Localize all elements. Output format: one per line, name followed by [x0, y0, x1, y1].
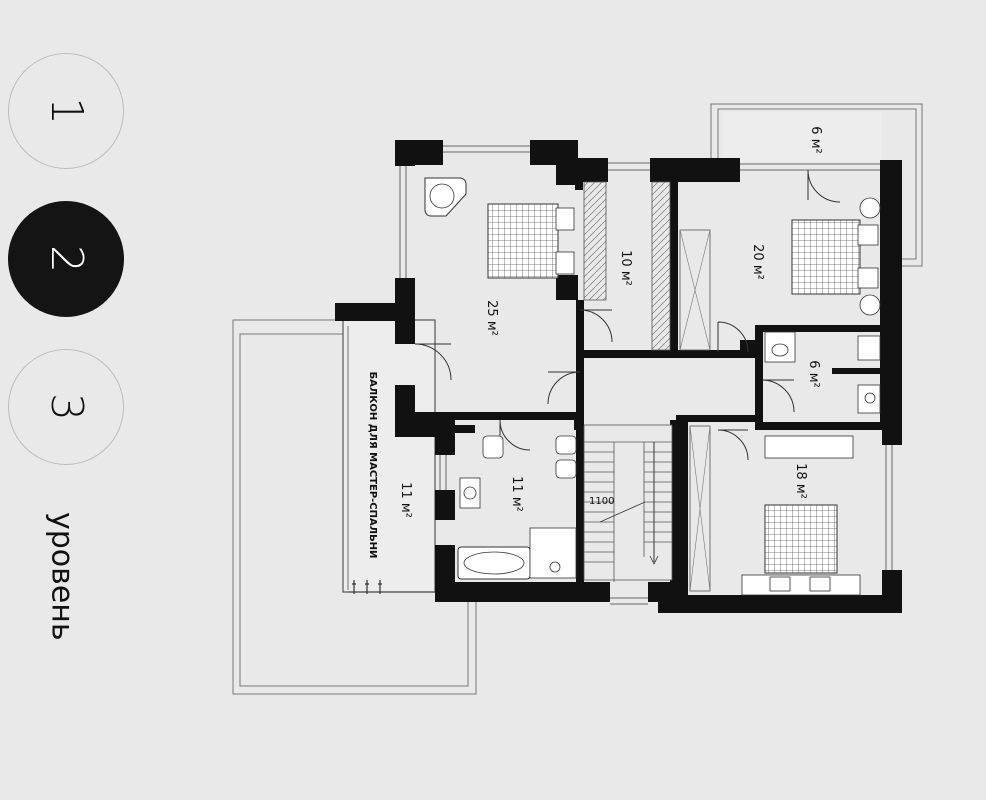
master-balcony: [342, 319, 436, 594]
room-label-master-balcony: 11 м²: [398, 482, 413, 518]
room-label-balcony-top: 6 м²: [808, 126, 823, 153]
room-label-wardrobe: 10 м²: [618, 250, 633, 286]
room-label-bedroom-2: 20 м²: [750, 244, 765, 280]
level-1-button[interactable]: 1: [8, 53, 124, 169]
room-label-bathroom-small: 6 м²: [806, 360, 821, 387]
room-label-bathroom-master: 11 м²: [509, 476, 524, 512]
room-label-bedroom-3: 18 м²: [793, 463, 808, 499]
room-labels: 6 м² 25 м² 10 м² 20 м² 6 м² 11 м² 18 м² …: [367, 126, 823, 558]
level-2-button[interactable]: 2: [8, 201, 124, 317]
staircase: [583, 424, 673, 582]
wardrobe-storage: [583, 181, 711, 592]
top-balcony: [722, 112, 882, 162]
room-label-master-bedroom: 25 м²: [484, 300, 499, 336]
master-balcony-caption: БАЛКОН ДЛЯ МАСТЕР-СПАЛЬНИ: [367, 372, 378, 559]
level-3-button[interactable]: 3: [8, 349, 124, 465]
furniture: [424, 177, 881, 596]
stair-dimension: 1100: [589, 496, 614, 507]
windows: [399, 145, 893, 605]
walls: [335, 140, 902, 613]
